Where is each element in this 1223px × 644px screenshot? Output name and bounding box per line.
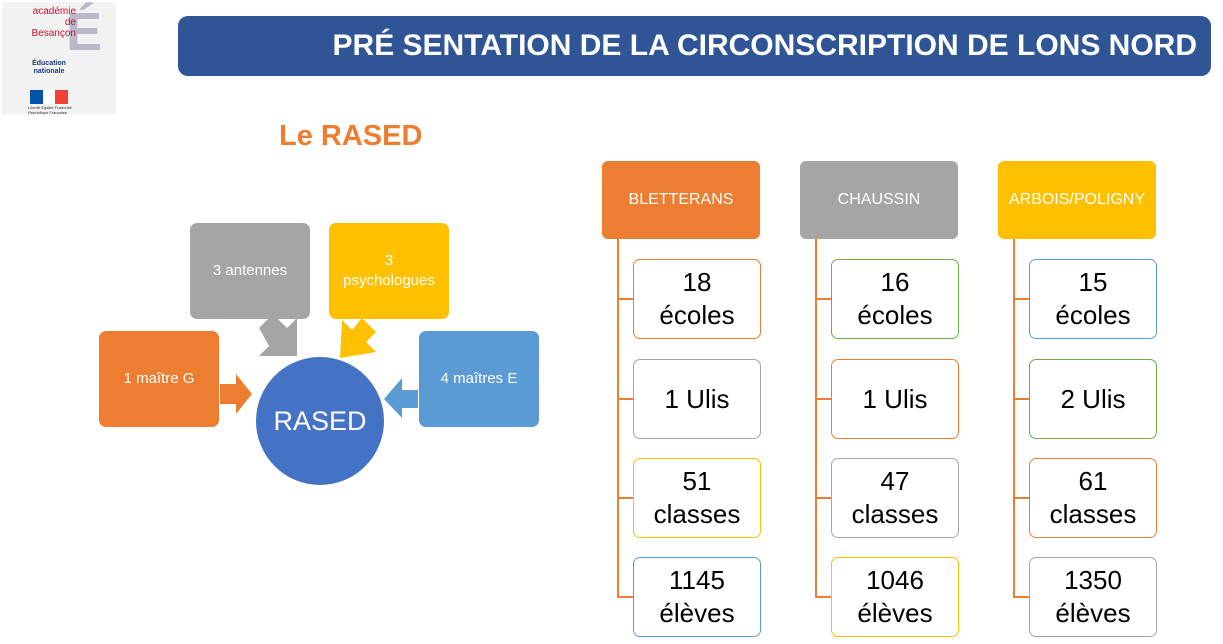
stat-unit: élèves <box>857 598 933 628</box>
stat-cell: 2 Ulis <box>1029 359 1157 439</box>
rased-heading: Le RASED <box>279 120 423 152</box>
connector-branch <box>1013 298 1030 300</box>
stat-cell: 1 Ulis <box>633 359 761 439</box>
connector-branch <box>815 596 832 598</box>
column-header-bletterans: BLETTERANS <box>602 161 760 239</box>
stat-unit: écoles <box>1055 300 1131 330</box>
connector-line <box>617 239 619 597</box>
logo-text: académie de Besançon <box>24 6 76 39</box>
logo-line-academie: académie <box>32 6 76 17</box>
stat-value: 18 <box>682 267 712 297</box>
stat-value: 47 <box>880 466 910 496</box>
stat-value: 61 <box>1078 466 1108 496</box>
french-flag-icon <box>30 90 69 104</box>
connector-branch <box>815 398 832 400</box>
connector-branch <box>617 497 634 499</box>
connector-branch <box>1013 596 1030 598</box>
stat-value: 1 Ulis <box>664 383 730 414</box>
connector-branch <box>1013 497 1030 499</box>
connector-branch <box>617 596 634 598</box>
title-bar: PRÉ SENTATION DE LA CIRCONSCRIPTION DE L… <box>178 16 1211 76</box>
connector-branch <box>617 398 634 400</box>
column-header-arbois-poligny: ARBOIS/POLIGNY <box>998 161 1156 239</box>
box-psychologues: 3 psychologues <box>329 223 449 319</box>
stat-value: 2 Ulis <box>1060 383 1126 414</box>
stat-value: 1350 <box>1064 565 1122 595</box>
academie-logo: académie de Besançon É Éducation nationa… <box>2 2 116 115</box>
stat-unit: écoles <box>659 300 735 330</box>
connector-branch <box>815 497 832 499</box>
stat-cell-text: 2 Ulis <box>1060 383 1125 416</box>
logo-motto: Liberté Égalité Fraternité République Fr… <box>28 105 72 115</box>
connector-branch <box>617 298 634 300</box>
connector-branch <box>815 298 832 300</box>
arrow-antennes-icon <box>259 314 297 356</box>
stat-value: 16 <box>880 267 910 297</box>
connector-line <box>815 239 817 597</box>
stat-cell-text: 1 Ulis <box>862 383 927 416</box>
connector-line <box>1013 239 1015 597</box>
stat-value: 1 Ulis <box>862 383 928 414</box>
stat-unit: classes <box>851 499 939 529</box>
logo-line-nationale: nationale <box>33 68 65 75</box>
stat-cell-text: 1 Ulis <box>664 383 729 416</box>
box-antennes: 3 antennes <box>190 223 310 319</box>
stat-unit: élèves <box>659 598 735 628</box>
stat-value: 51 <box>682 466 712 496</box>
stat-value: 1046 <box>866 565 924 595</box>
arrow-psychologues-icon <box>340 318 376 358</box>
logo-education: Éducation nationale <box>30 60 68 76</box>
arrow-maitre-g-icon <box>220 374 252 414</box>
stat-unit: écoles <box>857 300 933 330</box>
logo-motto-line: Liberté Égalité Fraternité <box>28 105 72 110</box>
box-maitre-g: 1 maître G <box>99 331 219 427</box>
stat-unit: classes <box>653 499 741 529</box>
stat-value: 1145 <box>669 565 725 595</box>
logo-line-education: Éducation <box>32 60 66 67</box>
stat-cell: 1 Ulis <box>831 359 959 439</box>
arrow-maitres-e-icon <box>384 378 418 418</box>
logo-republique-line: République Française <box>28 110 67 115</box>
page-title: PRÉ SENTATION DE LA CIRCONSCRIPTION DE L… <box>332 29 1197 62</box>
box-maitres-e: 4 maîtres E <box>419 331 539 427</box>
column-header-chaussin: CHAUSSIN <box>800 161 958 239</box>
stat-unit: classes <box>1049 499 1137 529</box>
stat-value: 15 <box>1078 267 1108 297</box>
rased-circle: RASED <box>256 357 384 485</box>
logo-e-icon: É <box>66 2 103 62</box>
connector-branch <box>1013 398 1030 400</box>
logo-line-besancon: de Besançon <box>31 17 76 39</box>
stat-unit: élèves <box>1055 598 1131 628</box>
